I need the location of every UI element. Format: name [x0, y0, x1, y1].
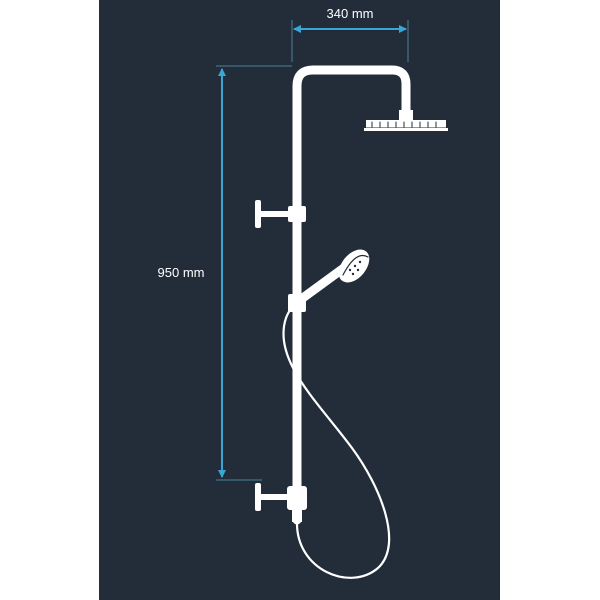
- flexible-hose: [282, 302, 391, 579]
- arm-connector: [399, 110, 413, 120]
- height-dimension: 950 mm: [158, 65, 292, 481]
- height-label: 950 mm: [158, 265, 205, 280]
- hose-outlet: [292, 508, 302, 522]
- diverter-valve-handle: [255, 200, 306, 228]
- riser-rail: [292, 65, 411, 525]
- rain-shower-head: [364, 120, 448, 131]
- hand-shower: [295, 249, 370, 305]
- width-dimension: 340 mm: [291, 6, 409, 62]
- width-label: 340 mm: [327, 6, 374, 21]
- shower-fixture: [255, 65, 448, 579]
- mixer-valve-handle: [255, 483, 307, 511]
